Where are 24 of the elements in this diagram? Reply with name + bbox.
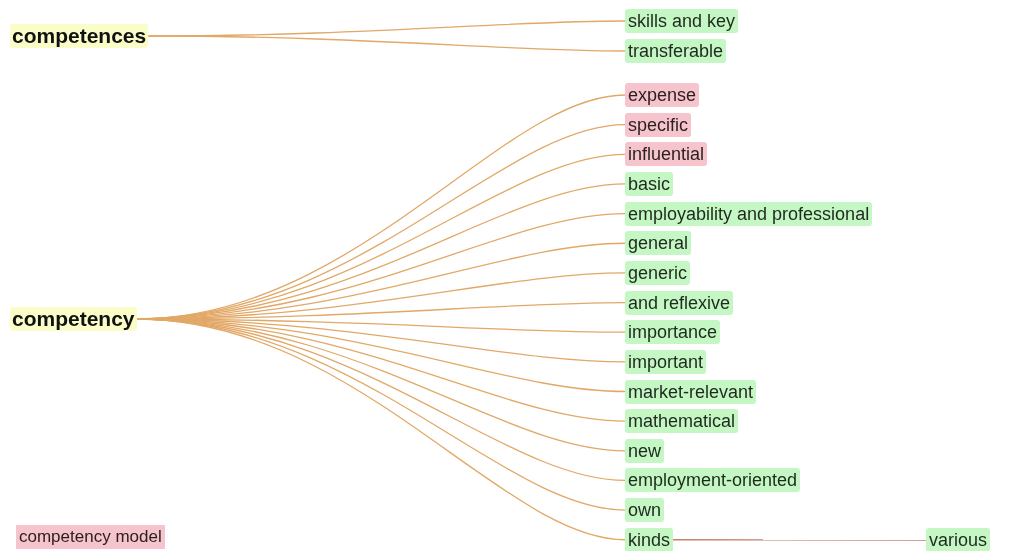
word-label: various xyxy=(926,528,991,551)
word-label: generic xyxy=(625,260,691,285)
term-label: competency xyxy=(10,307,137,331)
word-label: employability and professional xyxy=(625,201,873,226)
word-label: skills and key xyxy=(625,9,739,33)
word-label: expense xyxy=(625,83,700,107)
word-label: own xyxy=(625,498,665,523)
word-label: general xyxy=(625,231,692,256)
word-label: specific xyxy=(625,112,692,137)
word-label: important xyxy=(625,349,707,374)
word-label: new xyxy=(625,438,665,463)
word-label: mathematical xyxy=(625,409,739,434)
word-label: importance xyxy=(625,320,721,345)
word-label: transferable xyxy=(625,39,727,63)
word-label: market-relevant xyxy=(625,379,757,404)
word-label: basic xyxy=(625,171,674,196)
word-label: employment-oriented xyxy=(625,468,801,493)
word-label: influential xyxy=(625,142,708,167)
word-label: competency model xyxy=(16,525,165,549)
word-label: and reflexive xyxy=(625,290,734,315)
connector-line xyxy=(672,539,927,541)
connector-line xyxy=(147,35,626,52)
term-label: competences xyxy=(10,24,149,48)
word-label: kinds xyxy=(625,527,674,551)
